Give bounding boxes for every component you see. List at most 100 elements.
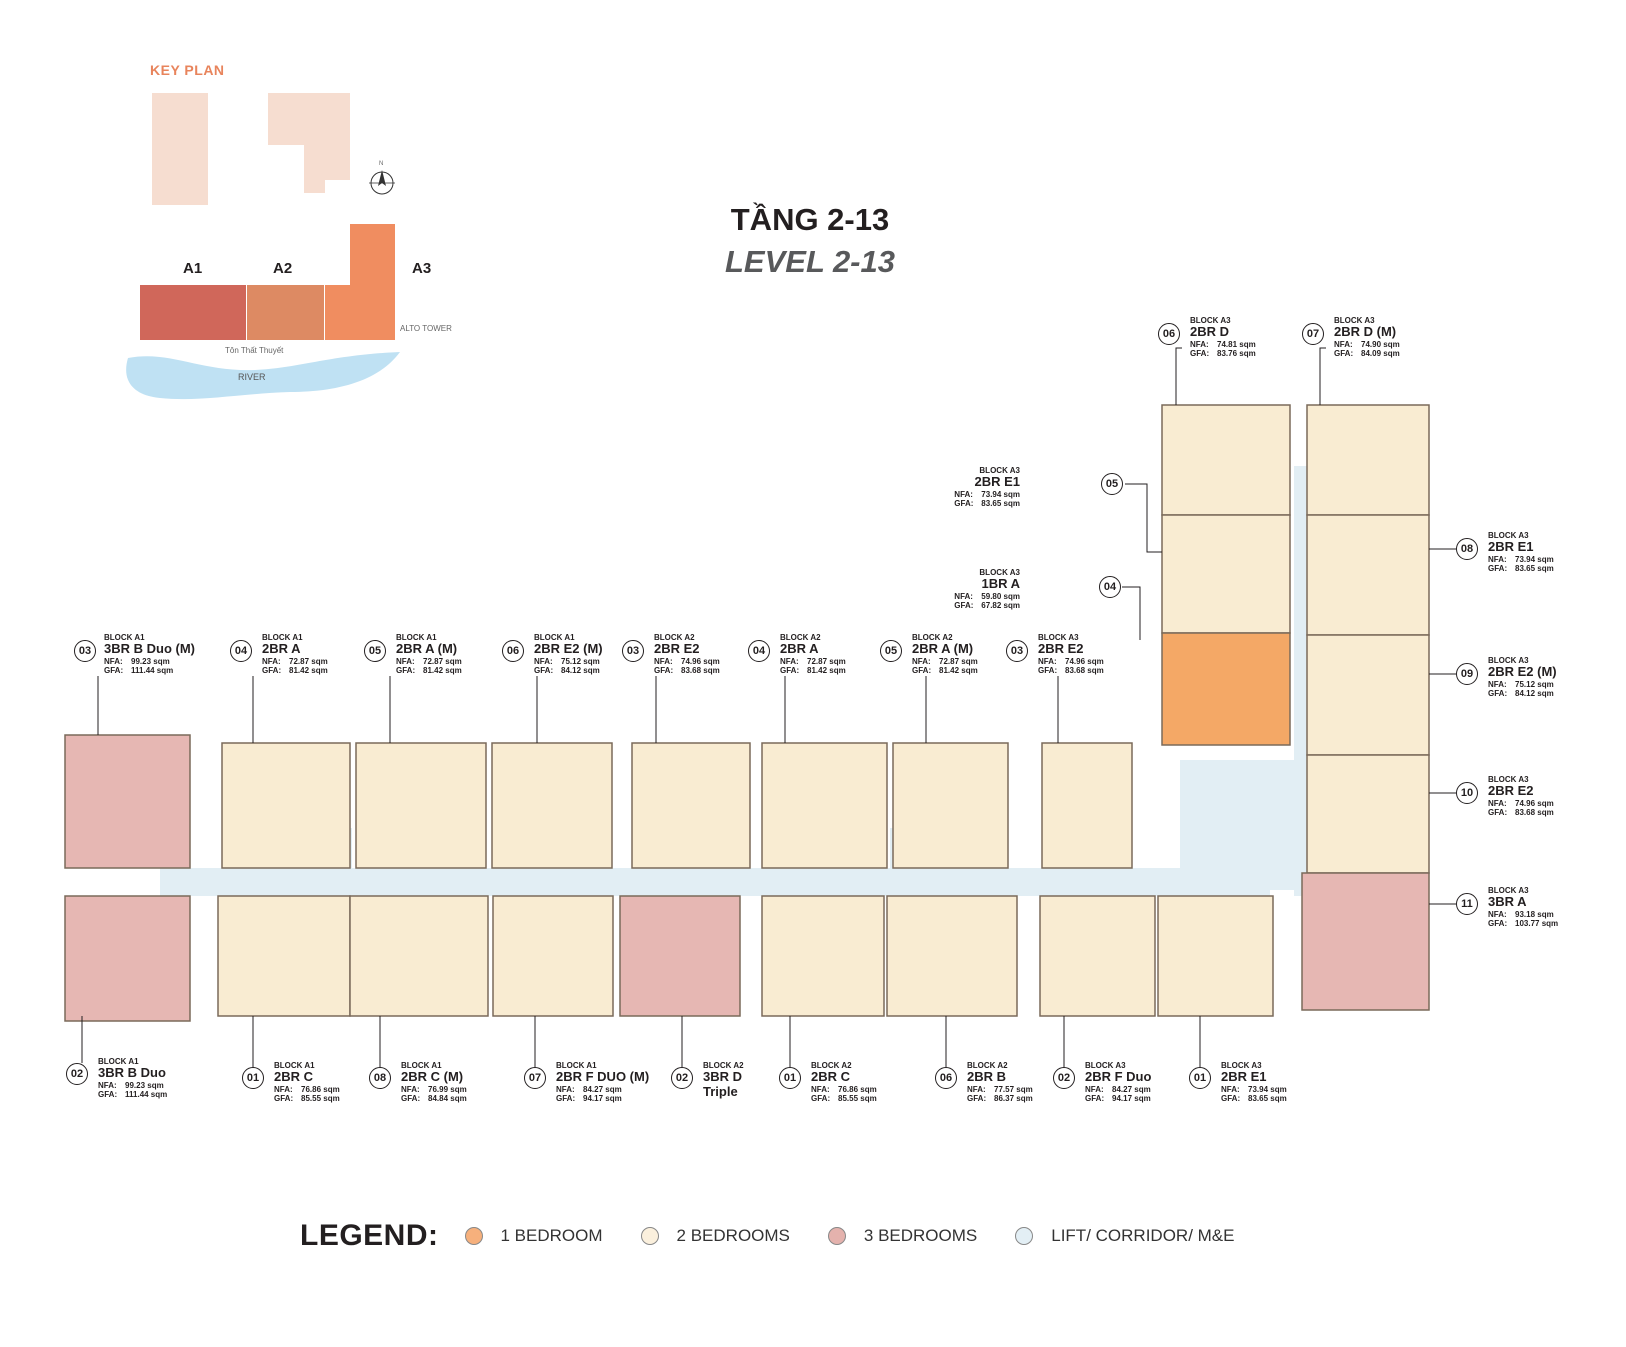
gfa-label: GFA: — [912, 666, 932, 676]
unit-type-suffix: Triple — [703, 1084, 738, 1100]
nfa-value: 76.99 sqm — [428, 1085, 467, 1095]
gfa-label: GFA: — [98, 1090, 118, 1100]
unit-block-name: BLOCK A3 — [979, 568, 1020, 577]
unit-nfa: NFA: 76.99 sqm — [401, 1085, 551, 1094]
unit-block-name: BLOCK A1 — [104, 633, 145, 642]
nfa-label: NFA: — [556, 1085, 575, 1095]
nfa-value: 59.80 sqm — [981, 592, 1020, 602]
unit-type: 2BR E2 — [1038, 641, 1084, 657]
nfa-value: 72.87 sqm — [423, 657, 462, 667]
leader-lines — [81, 347, 1456, 1067]
main-corridor — [160, 868, 1270, 896]
key-plan-label-a1: A1 — [183, 260, 203, 277]
nfa-label: NFA: — [1221, 1085, 1240, 1095]
nfa-value: 74.96 sqm — [1515, 799, 1554, 809]
gfa-value: 81.42 sqm — [939, 666, 978, 676]
north-arrow-icon — [369, 170, 395, 195]
unit-number-badge: 01 — [1189, 1067, 1211, 1089]
page-subtitle: LEVEL 2-13 — [724, 244, 895, 279]
nfa-label: NFA: — [262, 657, 281, 667]
gfa-value: 83.68 sqm — [1065, 666, 1104, 676]
gfa-value: 81.42 sqm — [423, 666, 462, 676]
unit-a3-11 — [1301, 872, 1430, 1011]
nfa-label: NFA: — [98, 1081, 117, 1091]
gfa-value: 85.55 sqm — [301, 1094, 340, 1104]
nfa-label: NFA: — [954, 490, 973, 500]
unit-number-badge: 03 — [1006, 640, 1028, 662]
unit-type: 2BR C — [811, 1069, 851, 1085]
nfa-label: NFA: — [401, 1085, 420, 1095]
gfa-value: 86.37 sqm — [994, 1094, 1033, 1104]
gfa-label: GFA: — [1334, 349, 1354, 359]
nfa-value: 74.81 sqm — [1217, 340, 1256, 350]
unit-nfa: NFA:75.12 sqm — [534, 657, 684, 666]
gfa-value: 103.77 sqm — [1515, 919, 1559, 929]
unit-a1-07 — [492, 895, 614, 1017]
unit-block-name: BLOCK A3 — [1334, 316, 1375, 325]
unit-gfa: GFA:83.65 sqm — [1488, 564, 1626, 573]
unit-number-badge: 11 — [1456, 893, 1478, 915]
gfa-label: GFA: — [274, 1094, 294, 1104]
unit-gfa: GFA: 83.68 sqm — [654, 666, 804, 675]
gfa-value: 85.55 sqm — [838, 1094, 877, 1104]
gfa-value: 83.68 sqm — [681, 666, 720, 676]
unit-a1-01 — [217, 895, 351, 1017]
nfa-value: 99.23 sqm — [131, 657, 170, 667]
unit-number-badge: 01 — [242, 1067, 264, 1089]
unit-type: 2BR E2 — [1488, 783, 1534, 799]
unit-a1-08 — [349, 895, 489, 1017]
unit-gfa: GFA:84.12 sqm — [1488, 689, 1626, 698]
nfa-label: NFA: — [104, 657, 123, 667]
unit-block-name: BLOCK A3 — [1488, 886, 1529, 895]
unit-number-badge: 01 — [779, 1067, 801, 1089]
page-title: TẦNG 2-13 — [730, 202, 890, 237]
unit-nfa: NFA:74.96 sqm — [654, 657, 804, 666]
nfa-label: NFA: — [967, 1085, 986, 1095]
unit-a3-07 — [1306, 404, 1430, 516]
unit-gfa: GFA: 85.55 sqm — [811, 1094, 961, 1103]
key-plan-tower-label: ALTO TOWER — [400, 324, 452, 333]
nfa-value: 75.12 sqm — [1515, 680, 1554, 690]
unit-a2-01 — [761, 895, 885, 1017]
unit-block-name: BLOCK A3 — [1038, 633, 1079, 642]
unit-gfa: GFA:67.82 sqm — [900, 601, 1020, 610]
legend-label-3br: 3 BEDROOMS — [863, 1226, 978, 1245]
legend-item-corridor: LIFT/ CORRIDOR/ M&E — [1015, 1226, 1234, 1246]
gfa-value: 83.65 sqm — [1515, 564, 1554, 574]
unit-block-name: BLOCK A1 — [396, 633, 437, 642]
unit-number-badge: 02 — [671, 1067, 693, 1089]
gfa-label: GFA: — [780, 666, 800, 676]
unit-gfa: GFA:111.44 sqm — [98, 1090, 248, 1099]
unit-block-name: BLOCK A2 — [703, 1061, 744, 1070]
unit-gfa: GFA:83.68 sqm — [1488, 808, 1626, 817]
unit-block-name: BLOCK A1 — [262, 633, 303, 642]
legend-swatch-1br — [464, 1227, 483, 1245]
unit-type: 2BR F DUO (M) — [556, 1069, 650, 1085]
nfa-label: NFA: — [1488, 680, 1507, 690]
key-plan-north-label: N — [379, 161, 384, 167]
unit-a3-09 — [1306, 634, 1430, 756]
gfa-label: GFA: — [811, 1094, 831, 1104]
legend-swatch-corridor — [1015, 1227, 1034, 1245]
unit-blocks — [64, 404, 1430, 1022]
unit-a3-08 — [1306, 514, 1430, 636]
unit-block-name: BLOCK A3 — [1488, 775, 1529, 784]
unit-type: 2BR E2 (M) — [534, 641, 603, 657]
nfa-label: NFA: — [912, 657, 931, 667]
unit-block-name: BLOCK A2 — [654, 633, 695, 642]
unit-gfa: GFA:103.77 sqm — [1488, 919, 1626, 928]
unit-a3-03 — [1041, 742, 1133, 869]
unit-gfa: GFA: 85.55 sqm — [274, 1094, 424, 1103]
unit-number-badge: 06 — [502, 640, 524, 662]
